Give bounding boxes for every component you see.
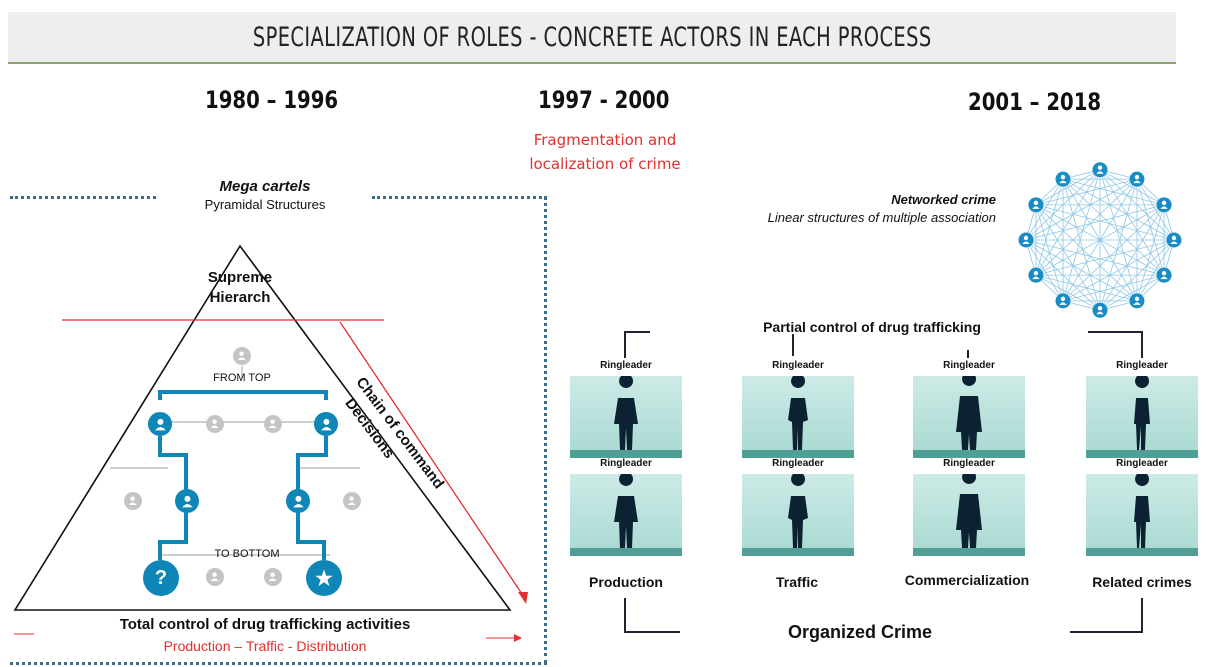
- actor-panel: [742, 474, 854, 556]
- person-icon: [1129, 171, 1145, 187]
- category-production: Production: [589, 574, 663, 590]
- ringleader-label: Ringleader: [943, 360, 995, 371]
- person-icon: [1055, 293, 1071, 309]
- actor-panel: [570, 474, 682, 556]
- person-silhouette-icon: [788, 376, 808, 450]
- person-icon: [264, 415, 282, 433]
- person-icon: [1055, 171, 1071, 187]
- person-icon: [343, 492, 361, 510]
- networked-block: Networked crime Linear structures of mul…: [700, 192, 996, 225]
- person-icon: [1156, 197, 1172, 213]
- person-silhouette-icon: [956, 474, 982, 548]
- ringleader-label: Ringleader: [600, 458, 652, 469]
- actor-panel: [913, 474, 1025, 556]
- actor-panel: [742, 376, 854, 458]
- star-icon: ★: [306, 560, 342, 596]
- caption-line-2: localization of crime: [529, 155, 681, 173]
- actor-panel: [1086, 376, 1198, 458]
- person-silhouette-icon: [956, 376, 982, 450]
- networked-subheading: Linear structures of multiple associatio…: [767, 210, 996, 225]
- person-icon: [1092, 302, 1108, 318]
- person-icon: [264, 568, 282, 586]
- mega-cartels-heading: Mega cartels: [219, 178, 311, 195]
- ringleader-label: Ringleader: [1116, 458, 1168, 469]
- mega-cartels-block: Mega cartels Pyramidal Structures: [155, 178, 375, 212]
- person-icon: [1166, 232, 1182, 248]
- pyramidal-subheading: Pyramidal Structures: [204, 197, 326, 212]
- person-icon: [233, 347, 251, 365]
- person-icon: [314, 412, 338, 436]
- partial-control-label: Partial control of drug trafficking: [763, 319, 981, 335]
- person-silhouette-icon: [1134, 474, 1150, 548]
- category-traffic: Traffic: [775, 574, 818, 590]
- frame-top-right: [372, 196, 547, 199]
- frame-top-left: [10, 196, 156, 199]
- person-icon: [124, 492, 142, 510]
- pyramid-diagram: [13, 244, 528, 642]
- person-icon: [286, 489, 310, 513]
- actor-panel: [1086, 474, 1198, 556]
- person-icon: [1156, 267, 1172, 283]
- question-icon: ?: [143, 560, 179, 596]
- ringleader-label: Ringleader: [772, 360, 824, 371]
- person-icon: [1092, 162, 1108, 178]
- person-icon: [206, 415, 224, 433]
- person-icon: [1018, 232, 1034, 248]
- organized-crime-label: Organized Crime: [787, 622, 933, 642]
- apex-line-1: Supreme: [207, 269, 273, 286]
- networked-heading: Networked crime: [891, 192, 996, 207]
- page-title: SPECIALIZATION OF ROLES - CONCRETE ACTOR…: [252, 21, 932, 53]
- apex-line-2: Hierarch: [209, 289, 271, 306]
- title-bar: SPECIALIZATION OF ROLES - CONCRETE ACTOR…: [8, 12, 1176, 64]
- person-icon: [1028, 267, 1044, 283]
- person-icon: [148, 412, 172, 436]
- bracket-lines: [624, 331, 1143, 633]
- from-top-label: FROM TOP: [213, 372, 271, 384]
- actor-panel: [570, 376, 682, 458]
- period-3: 2001 – 2018: [968, 88, 1102, 116]
- actor-panel: [913, 376, 1025, 458]
- period-1: 1980 – 1996: [205, 86, 339, 114]
- person-icon: [1129, 293, 1145, 309]
- person-icon: [175, 489, 199, 513]
- person-silhouette-icon: [1134, 376, 1150, 450]
- to-bottom-label: TO BOTTOM: [214, 548, 280, 560]
- frame-bottom: [10, 662, 547, 665]
- ringleader-label: Ringleader: [1116, 360, 1168, 371]
- category-commercialization: Commercialization: [904, 572, 1030, 588]
- person-silhouette-icon: [788, 474, 808, 548]
- fragmentation-caption: Fragmentation and localization of crime: [510, 128, 700, 176]
- total-control-title: Total control of drug trafficking activi…: [119, 616, 411, 633]
- person-icon: [1028, 197, 1044, 213]
- period-2: 1997 - 2000: [538, 86, 670, 114]
- network-graph: [1018, 162, 1182, 318]
- caption-line-1: Fragmentation and: [533, 131, 677, 149]
- category-related-crimes: Related crimes: [1092, 574, 1192, 590]
- frame-right: [544, 196, 547, 664]
- person-icon: [206, 568, 224, 586]
- person-silhouette-icon: [614, 474, 638, 548]
- ringleader-label: Ringleader: [772, 458, 824, 469]
- person-silhouette-icon: [614, 376, 638, 450]
- ringleader-label: Ringleader: [600, 360, 652, 371]
- ringleader-label: Ringleader: [943, 458, 995, 469]
- supreme-hierarch: Supreme Hierarch: [185, 268, 295, 308]
- total-control-sub: Production – Traffic - Distribution: [163, 638, 367, 654]
